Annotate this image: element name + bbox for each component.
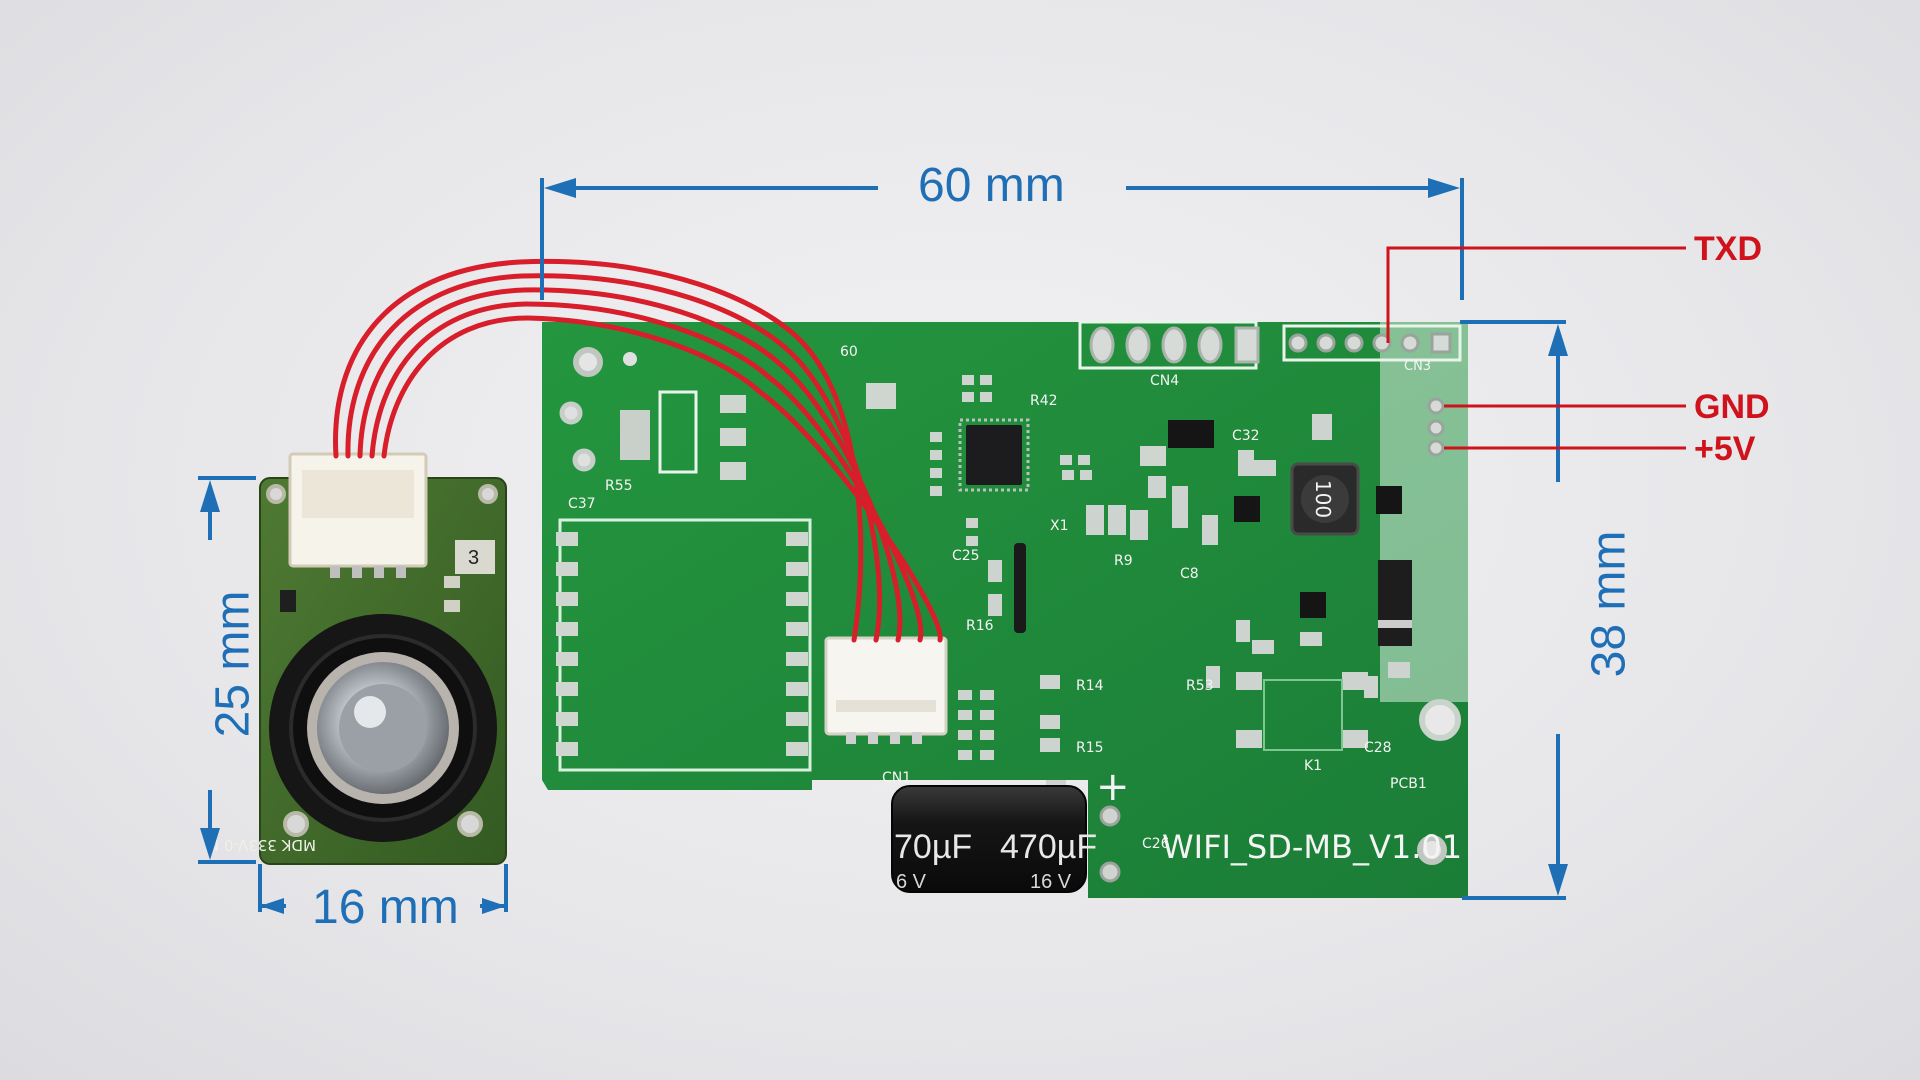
cn3-header [1282, 324, 1462, 362]
capacitor-voltage: 16 V [1030, 871, 1072, 893]
sensor-height-dimension-label: 25 mm [206, 590, 260, 738]
right-pad-column [786, 532, 808, 756]
capacitor-voltage-partial: 6 V [896, 871, 927, 893]
svg-text:CN3: CN3 [1404, 359, 1431, 374]
sensor-board: 3 MDK 333V-0 M [206, 452, 507, 865]
width-dimension-label: 60 mm [918, 159, 1065, 212]
svg-text:R16: R16 [966, 618, 994, 634]
smd-components [930, 375, 1410, 794]
svg-text:R53: R53 [1186, 678, 1214, 694]
svg-text:R42: R42 [1030, 393, 1058, 409]
svg-text:CN4: CN4 [1150, 373, 1179, 389]
svg-text:C26: C26 [1142, 836, 1170, 852]
dimension-lines [198, 178, 1568, 914]
svg-text:R55: R55 [605, 478, 633, 494]
cn4-header [1078, 320, 1260, 370]
pin-label-txd: TXD [1694, 230, 1762, 268]
svg-text:X1: X1 [1050, 518, 1069, 534]
pin-label-5v: +5V [1694, 430, 1756, 468]
pin-label-gnd: GND [1694, 388, 1770, 426]
svg-text:C32: C32 [1232, 428, 1260, 444]
sensor-marking: MDK 333V-0 M [206, 836, 316, 854]
capacitor-value: 470µF [1000, 828, 1097, 866]
svg-text:C37: C37 [568, 496, 596, 512]
svg-text:K1: K1 [1304, 758, 1322, 774]
main-board-connector [824, 636, 948, 744]
svg-text:CN1: CN1 [882, 770, 911, 786]
sensor-number: 3 [468, 547, 479, 569]
svg-text:R14: R14 [1076, 678, 1104, 694]
svg-text:R15: R15 [1076, 740, 1104, 756]
board-name-silk: WIFI_SD-MB_V1.01 [1162, 828, 1462, 866]
pin-lines [1386, 246, 1686, 450]
svg-text:+: + [1096, 764, 1130, 810]
svg-text:C8: C8 [1180, 566, 1199, 582]
sensor-width-dimension-label: 16 mm [312, 881, 459, 934]
svg-text:R9: R9 [1114, 553, 1133, 569]
red-wires [333, 258, 943, 643]
mcu-chip [958, 418, 1030, 492]
svg-text:100: 100 [1311, 480, 1335, 518]
left-pad-column [556, 532, 578, 756]
svg-text:60: 60 [840, 344, 858, 360]
electrolytic-capacitor: 470µF 16 V 70µF 6 V [891, 785, 1121, 893]
height-dimension-label: 38 mm [1582, 530, 1636, 678]
svg-text:C28: C28 [1364, 740, 1392, 756]
svg-text:PCB1: PCB1 [1390, 776, 1427, 792]
inductor: 100 [1290, 462, 1360, 536]
svg-text:C25: C25 [952, 548, 980, 564]
main-pcb: 100 [542, 320, 1468, 898]
capacitor-value-partial: 70µF [894, 828, 972, 866]
